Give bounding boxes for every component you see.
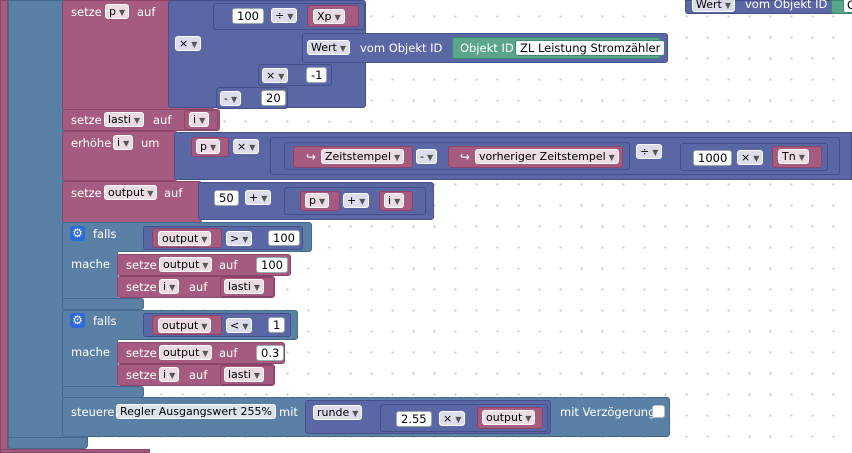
auf-label: auf	[219, 258, 238, 272]
gear-icon[interactable]: ⚙	[70, 313, 85, 328]
gear-icon[interactable]: ⚙	[70, 226, 85, 241]
compare-op-dropdown[interactable]: >▼	[226, 231, 253, 246]
mache-label: mache	[71, 257, 110, 271]
falls-label: falls	[93, 314, 117, 328]
op-minus-dropdown[interactable]: -▼	[220, 91, 242, 106]
mit-label: mit	[279, 405, 298, 419]
num-03[interactable]: 0.3	[256, 345, 285, 361]
set-label: setze	[126, 280, 157, 294]
compare-op-dropdown[interactable]: <▼	[226, 318, 253, 333]
var-p-dropdown[interactable]: p▼	[196, 139, 221, 154]
objekt-id-label: Objekt ID	[460, 41, 514, 55]
num-255[interactable]: 2.55	[396, 411, 432, 427]
var-i-dropdown[interactable]: i▼	[159, 279, 180, 294]
falls-label: falls	[93, 227, 117, 241]
num-100[interactable]: 100	[256, 257, 288, 273]
outer-loop-bottom[interactable]	[8, 437, 88, 449]
if-block-1-body[interactable]	[62, 250, 118, 302]
auf-label: auf	[189, 368, 208, 382]
mit-verzoegerung-label: mit Verzögerung	[560, 405, 656, 419]
var-output-dropdown[interactable]: output▼	[158, 231, 212, 246]
auf-label: auf	[189, 280, 208, 294]
if-block-2-body[interactable]	[62, 338, 118, 390]
auf-label: auf	[153, 113, 172, 127]
var-lasti-dropdown[interactable]: lasti▼	[224, 367, 265, 382]
auf-label: auf	[137, 5, 156, 19]
outer-block-left[interactable]	[0, 0, 8, 453]
var-output-dropdown[interactable]: output▼	[482, 410, 536, 425]
hook-icon: ↪	[306, 150, 317, 164]
op-plus-dropdown[interactable]: +▼	[245, 190, 272, 205]
var-output-dropdown[interactable]: output▼	[159, 257, 213, 272]
erhoehe-label: erhöhe	[71, 136, 112, 150]
auf-label: auf	[164, 186, 183, 200]
var-xp-dropdown[interactable]: Xp▼	[313, 9, 345, 24]
var-output-dropdown[interactable]: output▼	[104, 185, 158, 200]
op-minus-dropdown[interactable]: -▼	[416, 149, 438, 164]
var-p-dropdown[interactable]: p▼	[105, 4, 130, 19]
var-i-dropdown[interactable]: i▼	[189, 112, 210, 127]
op-div-dropdown[interactable]: ÷▼	[636, 144, 663, 159]
wert-dropdown[interactable]: Wert▼	[692, 0, 735, 12]
set-label: setze	[71, 5, 102, 19]
num-20[interactable]: 20	[261, 90, 286, 106]
var-output-dropdown[interactable]: output▼	[159, 345, 213, 360]
vorheriger-dropdown[interactable]: vorheriger Zeitstempel▼	[475, 149, 619, 164]
op-mul-dropdown[interactable]: ×▼	[175, 36, 202, 51]
wert-dropdown[interactable]: Wert▼	[307, 40, 350, 55]
if-block-1-foot[interactable]	[62, 298, 144, 310]
runde-dropdown[interactable]: runde▼	[313, 405, 363, 420]
hook-icon: ↪	[460, 150, 471, 164]
op-mul-dropdown[interactable]: ×▼	[439, 411, 466, 426]
var-i-dropdown[interactable]: i▼	[159, 367, 180, 382]
target-object-dropdown[interactable]: Regler Ausgangswert 255%	[116, 404, 276, 419]
set-label: setze	[126, 368, 157, 382]
num-1000[interactable]: 1000	[693, 150, 733, 166]
set-label: setze	[71, 186, 102, 200]
op-plus2-dropdown[interactable]: +▼	[343, 193, 370, 208]
vom-objekt-id-label: vom Objekt ID	[745, 0, 828, 11]
set-label: setze	[126, 258, 157, 272]
auf-label: auf	[219, 346, 238, 360]
outer-loop-block[interactable]	[8, 0, 66, 453]
num-100[interactable]: 100	[232, 8, 264, 24]
op-mul2-dropdown[interactable]: ×▼	[262, 68, 289, 83]
set-label: setze	[126, 346, 157, 360]
var-lasti-dropdown[interactable]: lasti▼	[224, 279, 265, 294]
op-div-dropdown[interactable]: ÷▼	[271, 8, 298, 23]
set-label: setze	[71, 113, 102, 127]
var-p-dropdown[interactable]: p▼	[305, 193, 330, 208]
op-mul-dropdown[interactable]: ×▼	[233, 139, 260, 154]
mache-label: mache	[71, 345, 110, 359]
um-label: um	[141, 136, 160, 150]
var-output-dropdown[interactable]: output▼	[158, 318, 212, 333]
num-1[interactable]: 1	[268, 317, 286, 333]
op-mul2-dropdown[interactable]: ×▼	[737, 150, 764, 165]
var-lasti-dropdown[interactable]: lasti▼	[104, 112, 145, 127]
var-i-dropdown[interactable]: i▼	[384, 193, 405, 208]
var-tn-dropdown[interactable]: Tn▼	[778, 149, 809, 164]
num-neg1[interactable]: -1	[306, 67, 328, 83]
object-id-field[interactable]: ZL Leistung Stromzähler	[515, 40, 666, 56]
num-50[interactable]: 50	[214, 190, 239, 206]
bottom-block[interactable]	[0, 449, 150, 453]
steuere-label: steuere	[71, 405, 115, 419]
var-i-dropdown[interactable]: i▼	[113, 135, 134, 150]
topright-object-field[interactable]: O	[843, 0, 852, 13]
zeitstempel-dropdown[interactable]: Zeitstempel▼	[321, 149, 405, 164]
vom-objekt-id-label: vom Objekt ID	[360, 41, 443, 55]
delay-checkbox[interactable]	[652, 405, 665, 418]
num-100[interactable]: 100	[268, 230, 300, 246]
